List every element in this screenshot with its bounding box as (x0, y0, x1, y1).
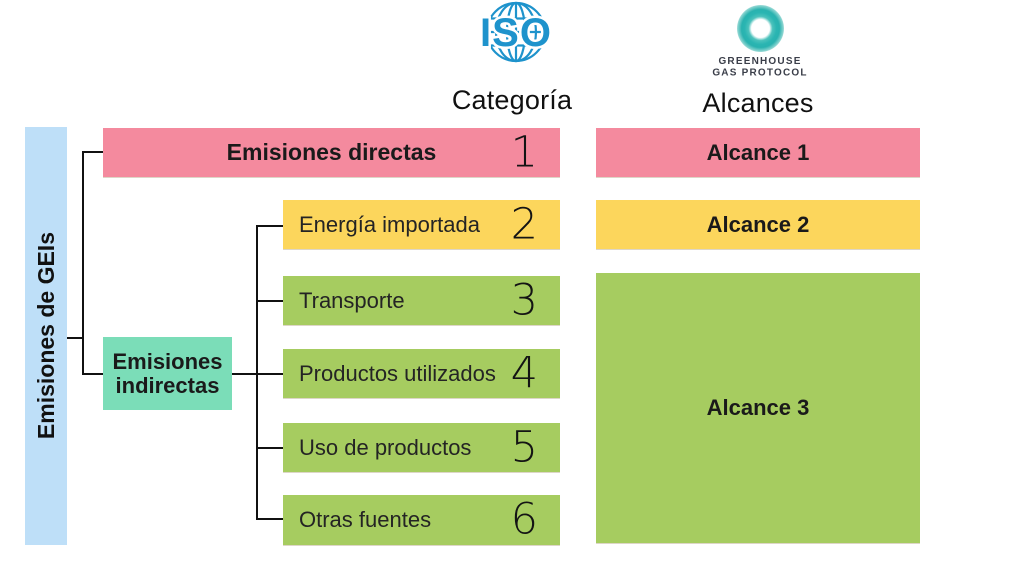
category-4-label: Productos utilizados (299, 360, 496, 386)
category-box-6: Otras fuentes 6 (283, 495, 560, 545)
scope-2-label: Alcance 2 (706, 211, 810, 237)
ghg-protocol-circle-icon (736, 5, 784, 52)
connector-to-cat5 (256, 447, 283, 449)
iso-logo-icon: ISO (478, 1, 553, 63)
connector-to-indirect-box (82, 373, 103, 375)
connector-bar-to-trunk (67, 337, 83, 339)
iso-logo-text: ISO (480, 11, 552, 55)
connector-trunk-1 (82, 151, 84, 375)
category-4-number: 4 (510, 348, 538, 398)
category-5-label: Uso de productos (299, 434, 472, 460)
gei-emissions-bar: Emisiones de GEIs (25, 127, 67, 545)
category-box-1: Emisiones directas 1 (103, 128, 560, 177)
category-6-label: Otras fuentes (299, 507, 432, 532)
scopes-column-header: Alcances (702, 88, 814, 118)
category-2-number: 2 (510, 199, 538, 249)
indirect-emissions-node: Emisiones indirectas (103, 337, 232, 410)
category-box-5: Uso de productos 5 (283, 423, 560, 472)
category-1-number: 1 (510, 127, 538, 177)
connector-to-cat3 (256, 300, 283, 302)
category-3-label: Transporte (299, 287, 405, 313)
ghg-protocol-logo: GREENHOUSE GAS PROTOCOL (700, 5, 820, 85)
category-3-number: 3 (510, 275, 538, 325)
scope-1-label: Alcance 1 (706, 139, 810, 165)
scope-box-3: Alcance 3 (596, 273, 920, 543)
scope-box-1: Alcance 1 (596, 128, 920, 177)
gei-emissions-label: Emisiones de GEIs (32, 232, 59, 440)
connector-to-cat2 (256, 225, 283, 227)
category-box-2: Energía importada 2 (283, 200, 560, 249)
scope-3-label: Alcance 3 (706, 395, 810, 420)
indirect-emissions-label: Emisiones indirectas (112, 348, 223, 398)
category-box-3: Transporte 3 (283, 276, 560, 325)
scope-box-2: Alcance 2 (596, 200, 920, 249)
category-1-label: Emisiones directas (226, 139, 437, 165)
connector-trunk-2 (256, 225, 258, 520)
category-column-header: Categoría (451, 85, 573, 115)
ghg-protocol-logo-text: GREENHOUSE GAS PROTOCOL (700, 55, 820, 78)
connector-to-direct-box (82, 151, 103, 153)
category-box-4: Productos utilizados 4 (283, 349, 560, 398)
category-6-number: 6 (510, 494, 538, 545)
category-2-label: Energía importada (299, 211, 480, 237)
ghg-logo-line2: GAS PROTOCOL (712, 67, 808, 79)
connector-to-cat6 (256, 518, 283, 520)
category-5-number: 5 (510, 422, 538, 472)
ghg-logo-line1: GREENHOUSE (718, 55, 802, 67)
